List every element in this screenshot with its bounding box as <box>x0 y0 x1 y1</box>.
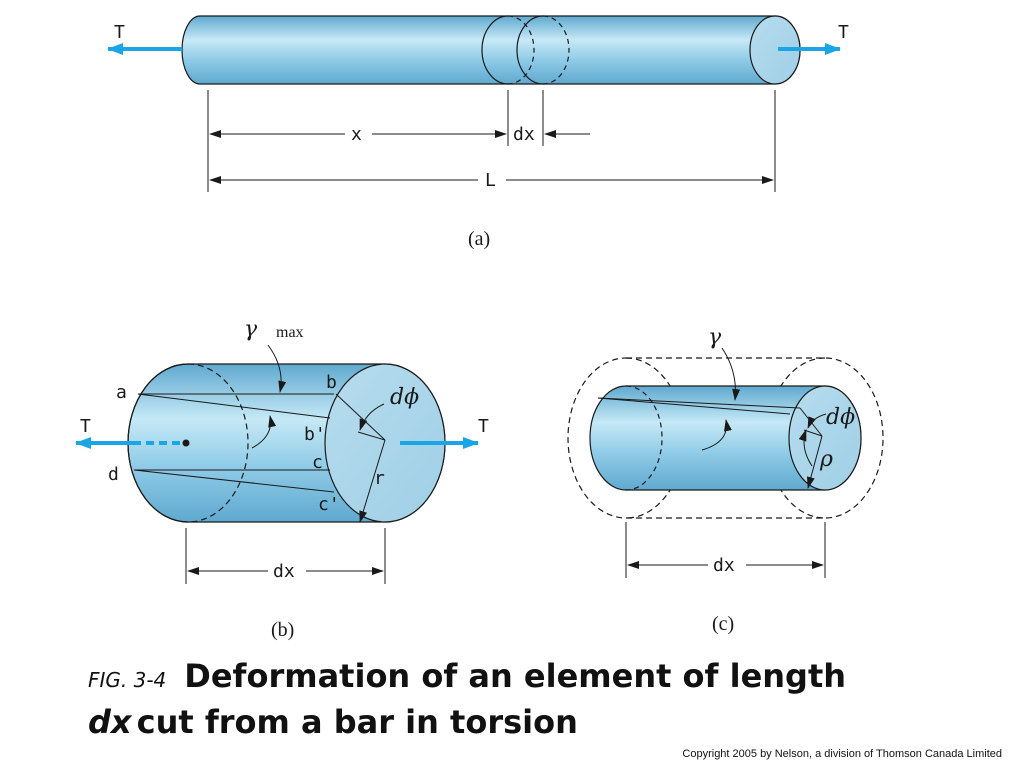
gamma-leader <box>721 347 741 401</box>
point-b-label: b <box>326 372 337 393</box>
torque-label-right: T <box>478 416 489 437</box>
outer-tube-outline <box>567 357 884 519</box>
center-dot <box>182 439 190 447</box>
panel-c: γ dϕ ρ dx (c) <box>567 325 884 635</box>
torque-label-left: T <box>80 416 91 437</box>
radius-bprime <box>357 431 386 441</box>
angle-dphi-label: dϕ <box>826 405 855 430</box>
point-cprime-label: c' <box>318 494 340 515</box>
panel-c-label: (c) <box>712 613 734 635</box>
panel-a: T T x dx L (a) <box>107 15 849 250</box>
radius-rho <box>806 435 823 489</box>
line-d-cprime <box>133 469 335 493</box>
gamma-max-leader <box>267 344 287 393</box>
copyright-notice: Copyright 2005 by Nelson, a division of … <box>682 748 1002 760</box>
rho-arc <box>798 429 813 467</box>
outer-tube-inner-face <box>625 357 685 519</box>
angle-dphi-arc <box>807 413 827 429</box>
shear-angle-arc <box>701 419 732 451</box>
point-a-label: a <box>116 382 127 403</box>
line-a-bprime <box>137 393 331 419</box>
torque-label-left: T <box>114 22 125 43</box>
radius-r <box>359 439 386 523</box>
rho-label: ρ <box>819 447 833 472</box>
gamma-max-subscript: max <box>276 324 304 341</box>
shear-angle-arc <box>251 415 277 449</box>
radius-b <box>335 393 386 441</box>
torsion-diagram: T T x dx L (a) <box>75 15 884 641</box>
angle-dphi-label: dϕ <box>390 385 419 410</box>
point-bprime-label: b' <box>304 424 326 445</box>
point-c-label: c <box>312 452 323 473</box>
angle-dphi-arc <box>359 403 385 431</box>
dim-dx-label: dx <box>513 124 535 145</box>
dim-L-label: L <box>485 170 496 191</box>
line-twisted <box>597 397 791 415</box>
figure-caption: FIG. 3-4 Deformation of an element of len… <box>88 656 988 748</box>
dim-dx-label: dx <box>713 555 735 576</box>
panel-b-label: (b) <box>271 619 294 641</box>
panel-a-label: (a) <box>468 228 490 250</box>
outer-tube-end-face <box>766 357 826 519</box>
panel-b: T T γ max a b b' c c' d dϕ r dx (b) <box>75 317 489 641</box>
figure-number: FIG. 3-4 <box>88 668 167 692</box>
dim-x-label: x <box>351 124 362 145</box>
caption-title: Deformation of an element of length <box>184 657 847 695</box>
line-top <box>597 397 801 409</box>
element-left-section <box>481 15 509 85</box>
radius-twisted <box>803 429 823 437</box>
caption-dx: dx <box>88 703 132 741</box>
dim-dx-label: dx <box>273 561 295 582</box>
inner-cylinder-end-face <box>788 385 862 491</box>
bar-body <box>181 15 801 85</box>
gamma-symbol: γ <box>708 325 722 350</box>
point-d-label: d <box>108 464 119 485</box>
gamma-max-symbol: γ <box>244 317 258 342</box>
caption-rest: cut from a bar in torsion <box>136 703 578 741</box>
radius-r-label: r <box>374 468 385 489</box>
element-left-section-hidden <box>507 15 535 85</box>
element-near-face-hidden <box>187 363 249 523</box>
element-right-section-hidden <box>542 15 570 85</box>
element-right-section <box>516 15 544 85</box>
torque-label-right: T <box>838 22 849 43</box>
